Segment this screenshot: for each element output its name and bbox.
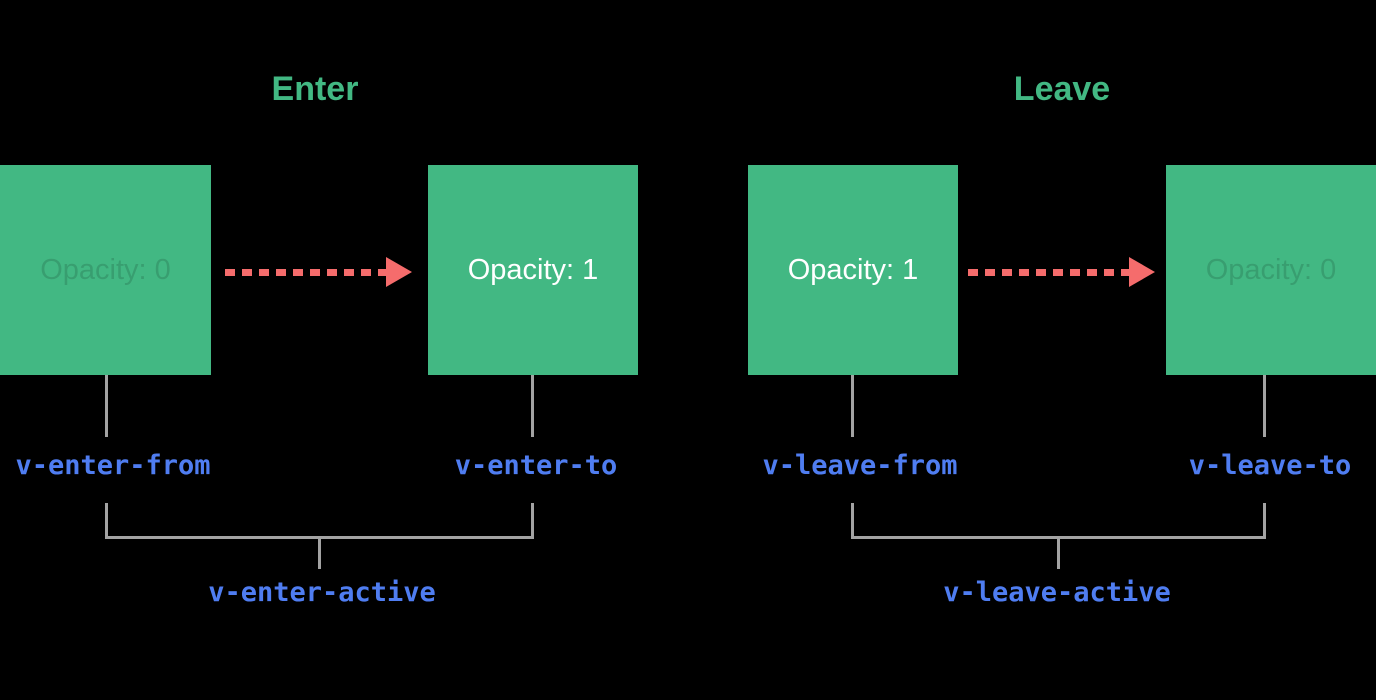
enter-from-connector-line [105,375,108,437]
leave-active-bracket [851,503,1266,539]
leave-to-class-label: v-leave-to [1188,450,1352,481]
enter-section-title: Enter [271,70,359,108]
enter-from-opacity-label: Opacity: 0 [40,253,171,286]
leave-active-bracket-stem [1057,539,1060,569]
leave-section-title: Leave [1013,70,1111,108]
enter-to-box: Opacity: 1 [428,165,638,375]
leave-from-opacity-label: Opacity: 1 [787,253,919,286]
leave-dashed-arrow-icon [968,269,1130,276]
enter-to-opacity-label: Opacity: 1 [467,253,599,286]
leave-to-box: Opacity: 0 [1166,165,1376,375]
leave-from-box: Opacity: 1 [748,165,958,375]
enter-dashed-arrow-icon [225,269,387,276]
leave-from-class-label: v-leave-from [762,450,958,481]
enter-arrow-head-icon [386,257,412,287]
enter-active-bracket [105,503,534,539]
enter-to-class-label: v-enter-to [454,450,618,481]
leave-from-connector-line [851,375,854,437]
enter-from-box: Opacity: 0 [0,165,211,375]
enter-to-connector-line [531,375,534,437]
leave-to-connector-line [1263,375,1266,437]
leave-arrow-head-icon [1129,257,1155,287]
enter-active-bracket-stem [318,539,321,569]
leave-to-opacity-label: Opacity: 0 [1205,253,1337,286]
enter-active-class-label: v-enter-active [208,577,436,608]
leave-active-class-label: v-leave-active [943,577,1171,608]
enter-from-class-label: v-enter-from [15,450,211,481]
